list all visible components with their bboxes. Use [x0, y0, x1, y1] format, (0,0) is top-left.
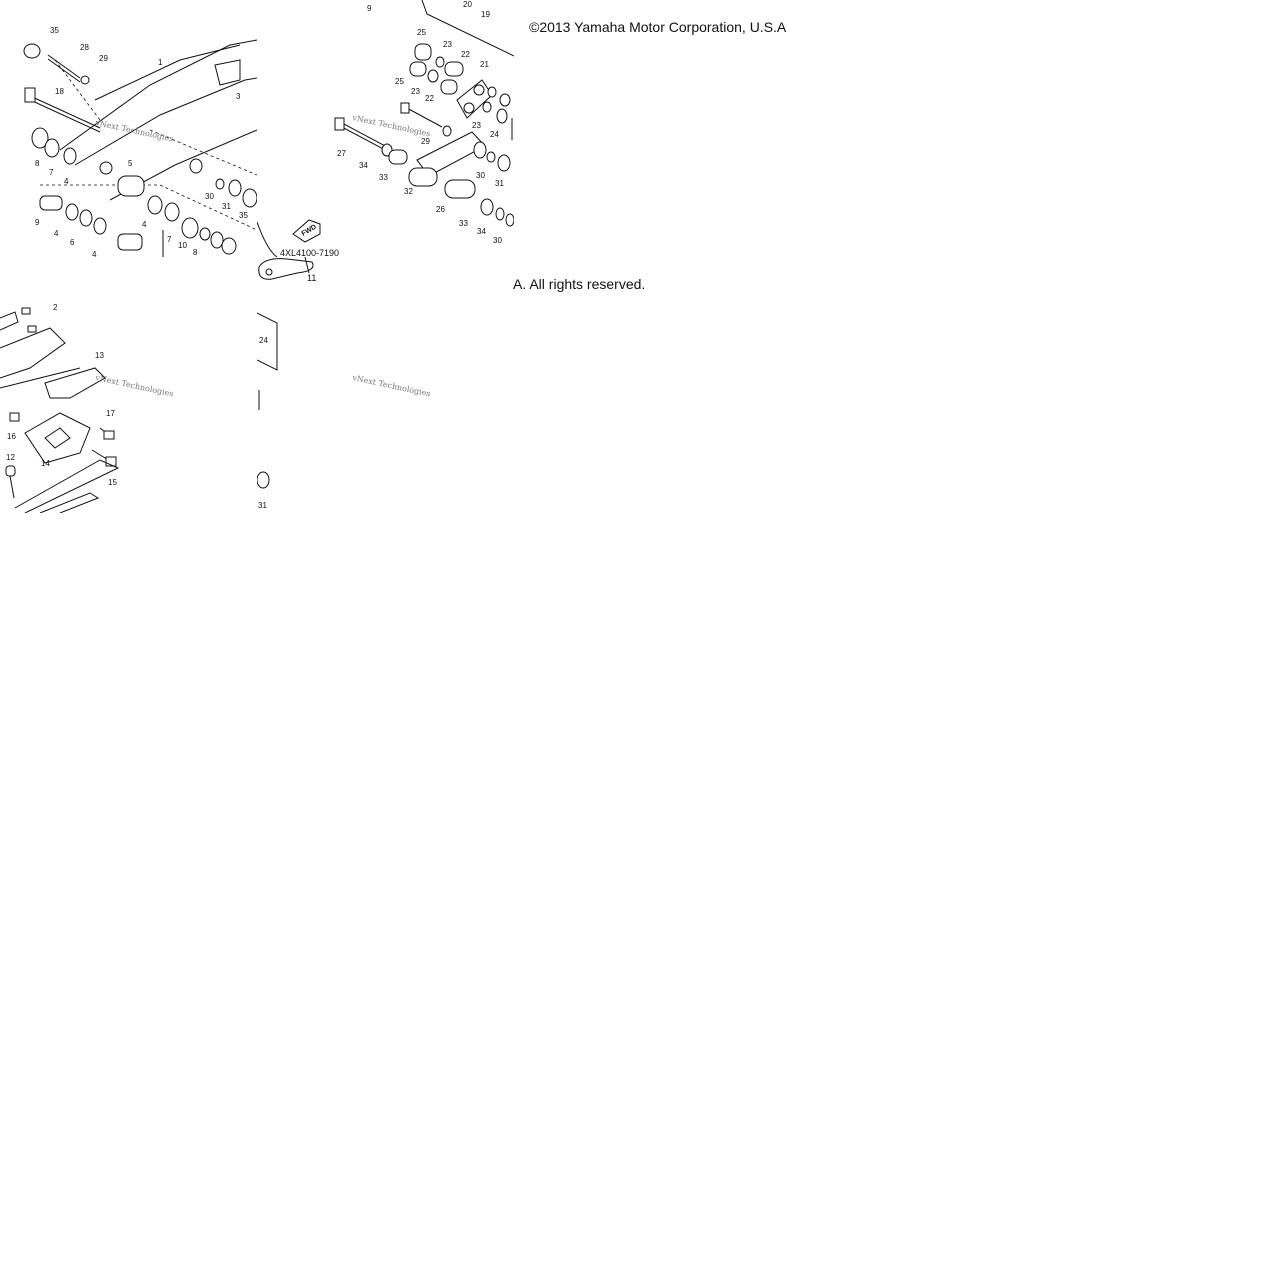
part-number-label: 23	[472, 121, 481, 130]
part-number-label: 33	[459, 219, 468, 228]
bracket-13	[44, 367, 106, 399]
fragments-diagram: vNext Technologies 24 31	[257, 312, 432, 510]
part-number-label: 34	[359, 161, 368, 170]
nut-35-top	[23, 43, 41, 59]
part-number-label: 32	[404, 187, 413, 196]
swingarm-outline-mid	[74, 77, 257, 166]
part-number-label: 21	[480, 60, 489, 69]
part-number-label: 22	[461, 50, 470, 59]
part-number-label: 34	[477, 227, 486, 236]
axis-line-2	[149, 129, 257, 176]
collar-9	[39, 195, 63, 211]
bolt-28	[47, 54, 81, 79]
part-number-label: 25	[417, 28, 426, 37]
part-number-label: 9	[367, 4, 372, 13]
part-number-label: 25	[395, 77, 404, 86]
part-number-label: 33	[379, 173, 388, 182]
part-number-label: 8	[193, 248, 198, 257]
axis-line-1	[40, 184, 257, 231]
part-number-label: 18	[55, 87, 64, 96]
part-number-label: 13	[95, 351, 104, 360]
watermark-text: vNext Technologies	[94, 118, 175, 144]
watermark-text-4: vNext Technologies	[351, 373, 432, 399]
part-number-label: 4	[54, 229, 59, 238]
part-number-label: 30	[476, 171, 485, 180]
part-number-label: 19	[481, 10, 490, 19]
swingarm-outline-upper	[94, 44, 241, 101]
part-number-label: 22	[425, 94, 434, 103]
part-number-label: 4	[64, 177, 69, 186]
part-number-label: 3	[236, 92, 241, 101]
part-number-label: 4	[92, 250, 97, 257]
swingarm-bracket	[214, 59, 241, 86]
part-number-label: 29	[421, 137, 430, 146]
pivot-bolt-head	[24, 87, 36, 103]
pivot-collar	[117, 175, 145, 197]
watermark-text-2: vNext Technologies	[351, 113, 432, 139]
part-number-label: 15	[108, 478, 117, 487]
part-number-label: 29	[99, 54, 108, 63]
frame-fragment	[257, 312, 278, 371]
diagram-code: 4XL4100-7190	[280, 248, 339, 257]
swingarm-outline-top	[59, 39, 257, 151]
diagram-tile-chain-guide: vNext Technologies 2 13 17 16 12 14 15	[0, 298, 257, 513]
part-number-label: 7	[49, 168, 54, 177]
part-number-label: 6	[70, 238, 75, 247]
chain-guide-14	[24, 412, 91, 464]
part-number-label: 24	[490, 130, 499, 139]
part-number-label: 23	[443, 40, 452, 49]
swingarm-rear	[0, 327, 66, 379]
diagram-tile-chain-guide-strip: 11	[257, 257, 512, 287]
pivot-bolt	[27, 94, 101, 129]
part-number-label: 27	[337, 149, 346, 158]
watermark-text-3: vNext Technologies	[94, 373, 175, 399]
part-number-label: 1	[158, 58, 163, 67]
part-number-label: 14	[41, 459, 50, 468]
part-number-label: 5	[128, 159, 133, 168]
part-number-label: 24	[259, 336, 268, 345]
nut-31-lower	[257, 471, 270, 489]
part-number-label: 31	[258, 501, 267, 510]
label-11: 11	[307, 273, 316, 283]
fwd-arrow-icon	[292, 219, 321, 243]
part-number-label: 10	[178, 241, 187, 250]
chain-guide-part-11	[258, 258, 314, 280]
part-number-label: 12	[6, 453, 15, 462]
part-number-label: 35	[239, 211, 248, 220]
part-number-label: 31	[222, 202, 231, 211]
part-number-label: 7	[167, 235, 172, 244]
part-number-label: 16	[7, 432, 16, 441]
part-number-label: 8	[35, 159, 40, 168]
part-number-label: 26	[436, 205, 445, 214]
part-number-label: 9	[35, 218, 40, 227]
frame-edge	[421, 0, 514, 57]
part-labels-2: 9 20 19 25 23 22 25 21 23 22 23 27 34 29 24 30 33 32 31 26 3…	[337, 0, 504, 245]
part-number-label: 30	[493, 236, 502, 245]
part-number-label: 23	[411, 87, 420, 96]
part-number-label: 31	[495, 179, 504, 188]
bolt-27	[341, 122, 388, 148]
part-labels-3: 2 13 17 16 12 14 15	[6, 303, 117, 487]
part-number-label: 4	[142, 220, 147, 229]
chain-guide-diagram: vNext Technologies 2 13 17 16 12 14 15	[0, 303, 175, 513]
part-number-label: 28	[80, 43, 89, 52]
copyright-text-2: A. All rights reserved.	[513, 276, 646, 292]
part-number-label: 2	[53, 303, 58, 312]
part-labels-4: 24 31	[258, 336, 268, 510]
part-number-label: 17	[106, 409, 115, 418]
part-number-label: 35	[50, 26, 59, 35]
part-number-label: 20	[463, 0, 472, 9]
diagram-tile-fragments: vNext Technologies 24 31	[257, 298, 514, 513]
part-number-label: 30	[205, 192, 214, 201]
copyright-text-1: ©2013 Yamaha Motor Corporation, U.S.A	[529, 19, 787, 35]
